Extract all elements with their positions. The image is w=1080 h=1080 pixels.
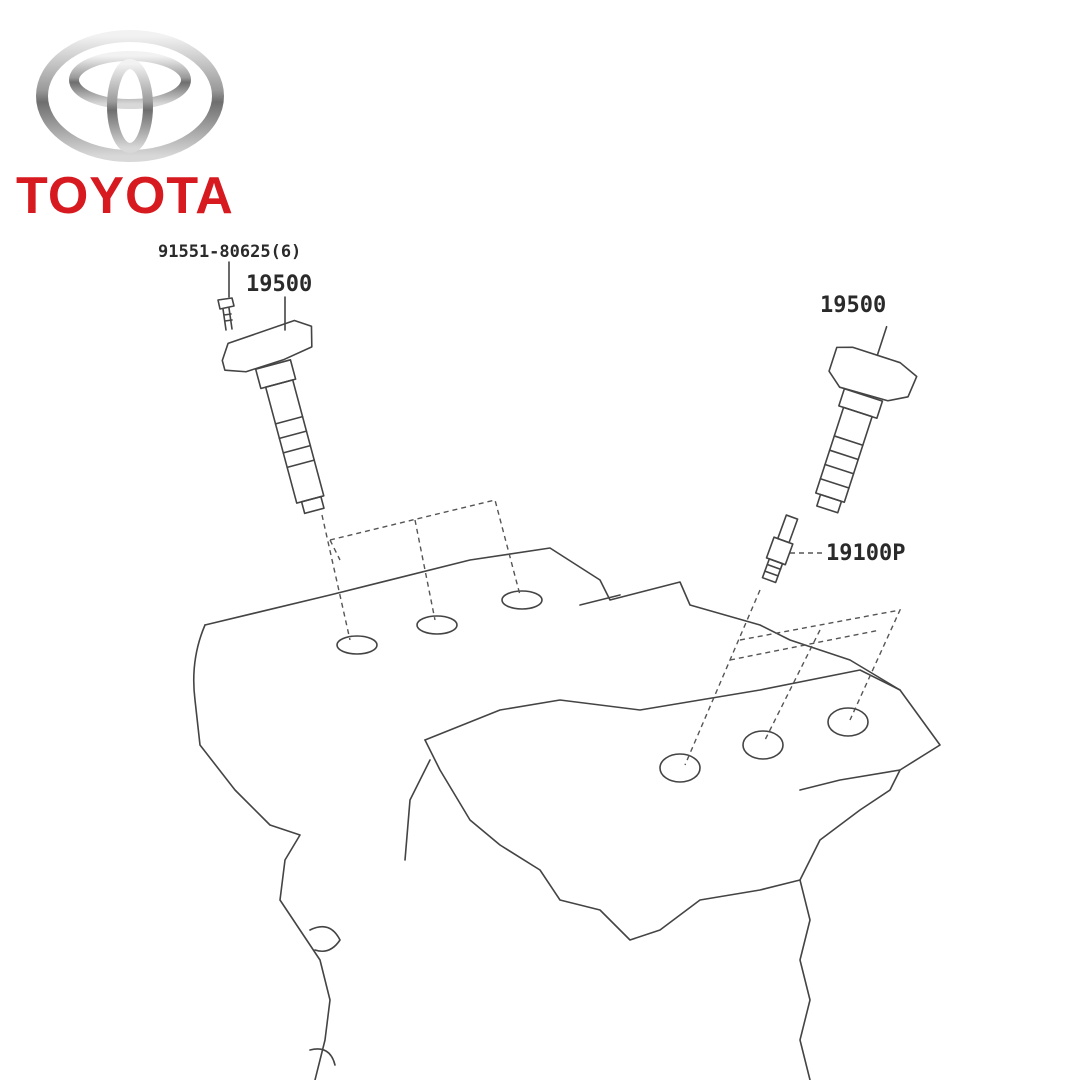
plug-holes: [336, 590, 869, 783]
callout-spark-plug[interactable]: 19100P: [826, 541, 906, 566]
brand-wordmark: TOYOTA: [16, 167, 234, 225]
assembly-dashed-lines: [321, 499, 902, 766]
spark-plug: [761, 514, 799, 584]
bolt: [217, 261, 286, 331]
ignition-coil-left: [221, 319, 325, 515]
toyota-emblem-icon: [36, 30, 224, 162]
callout-bolt[interactable]: 91551-80625(6): [158, 242, 302, 262]
engine-block-outline: [192, 547, 941, 1080]
callout-coil-left[interactable]: 19500: [246, 272, 313, 297]
callout-coil-right[interactable]: 19500: [820, 293, 887, 318]
ignition-coil-right: [814, 325, 918, 514]
